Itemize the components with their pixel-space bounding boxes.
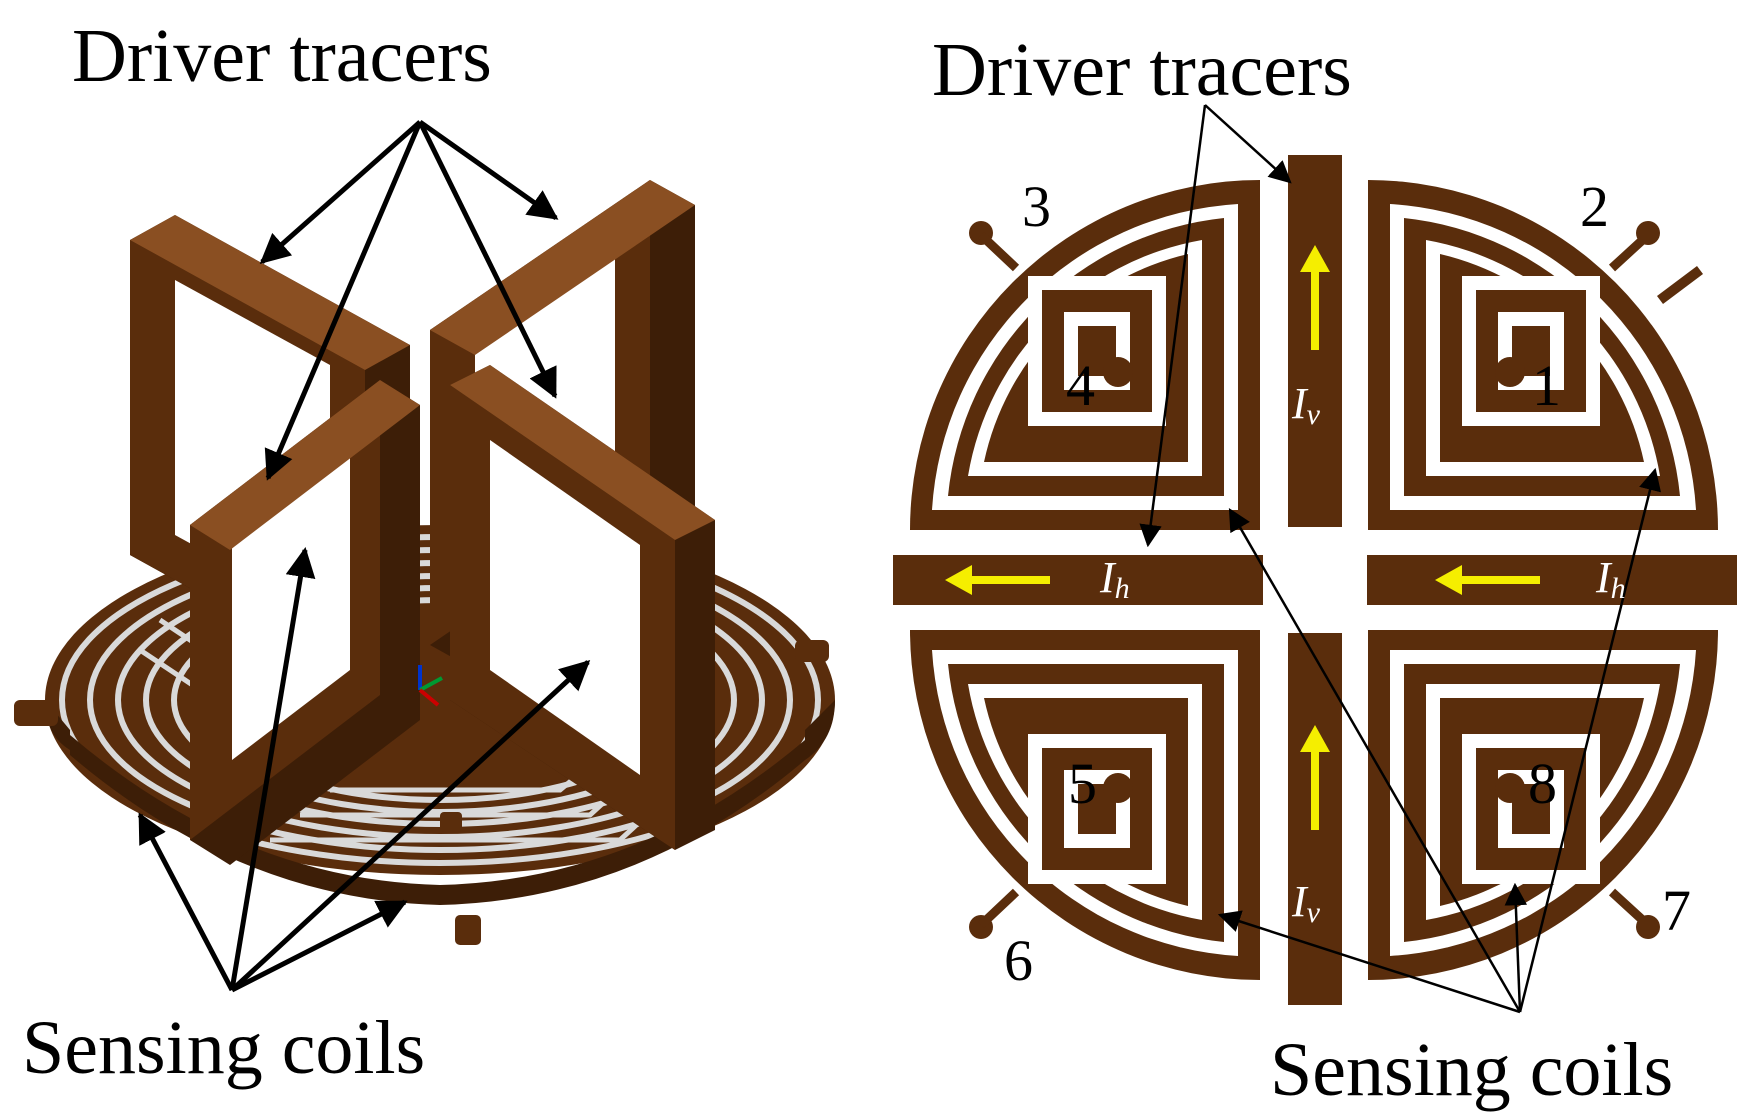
coil-number-6: 6 — [1004, 928, 1033, 993]
arrows-driver-left — [259, 119, 559, 481]
current-arrows — [945, 245, 1540, 830]
frame-front-left — [190, 380, 420, 865]
label-driver-tracers-left: Driver tracers — [72, 14, 492, 98]
coil-number-7: 7 — [1662, 878, 1691, 943]
current-label-ih-right: Ih — [1596, 553, 1626, 605]
arrows-sensing-right — [1217, 467, 1662, 1014]
coil-number-3: 3 — [1022, 174, 1051, 239]
current-label-iv-bottom: Iv — [1292, 877, 1320, 929]
coil-number-1: 1 — [1532, 353, 1561, 418]
coil-quadrant-1 — [1368, 180, 1718, 530]
coil-quadrant-3-4 — [910, 180, 1260, 530]
label-driver-tracers-right: Driver tracers — [932, 28, 1352, 112]
current-label-iv-top: Iv — [1292, 379, 1320, 431]
driver-tracer-horizontal-right — [1367, 555, 1737, 605]
model-3d — [14, 119, 835, 993]
coil-number-5: 5 — [1068, 751, 1097, 816]
coil-number-8: 8 — [1528, 751, 1557, 816]
arrows-driver-right — [1139, 104, 1292, 548]
coil-quadrant-7-8 — [1368, 630, 1718, 980]
terminals-3d — [14, 640, 829, 945]
coil-number-2: 2 — [1580, 174, 1609, 239]
current-label-ih-left: Ih — [1100, 553, 1130, 605]
axis-triad-icon — [418, 665, 443, 707]
arrows-sensing-left — [137, 547, 591, 993]
coil-quadrant-5-6 — [910, 630, 1260, 980]
label-sensing-coils-left: Sensing coils — [22, 1006, 426, 1090]
label-sensing-coils-right: Sensing coils — [1270, 1028, 1674, 1112]
planar-layout — [893, 104, 1737, 1014]
coil-number-4: 4 — [1066, 353, 1095, 418]
